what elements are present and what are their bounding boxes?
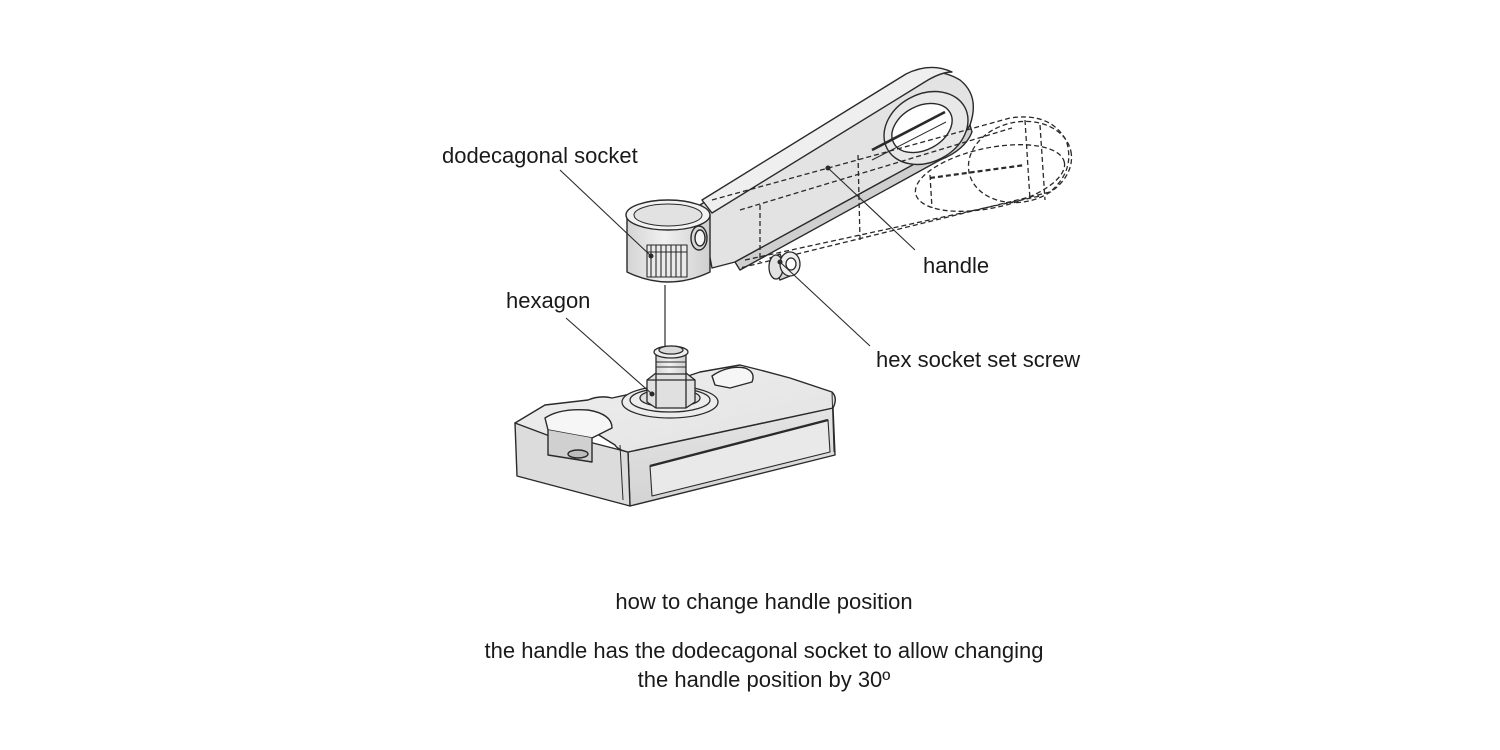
- leader-hexagon: [565, 317, 653, 395]
- leader-handle: [827, 167, 916, 251]
- label-handle: handle: [923, 253, 990, 278]
- label-hex-socket-set-screw: hex socket set screw: [876, 347, 1081, 372]
- caption-description-line-2: the handle position by 30º: [637, 667, 891, 692]
- hexagon-stud: [646, 345, 696, 409]
- handle-solid: [625, 66, 974, 283]
- label-hexagon: hexagon: [506, 288, 591, 313]
- leader-dodecagonal-socket: [559, 169, 652, 257]
- dodecagonal-socket: [646, 244, 688, 278]
- caption-description-line-1: the handle has the dodecagonal socket to…: [484, 638, 1044, 663]
- label-dodecagonal-socket: dodecagonal socket: [442, 143, 638, 168]
- caption-title: how to change handle position: [615, 589, 913, 614]
- leader-hex-socket-set-screw: [779, 261, 871, 347]
- leader-lines: [559, 165, 916, 397]
